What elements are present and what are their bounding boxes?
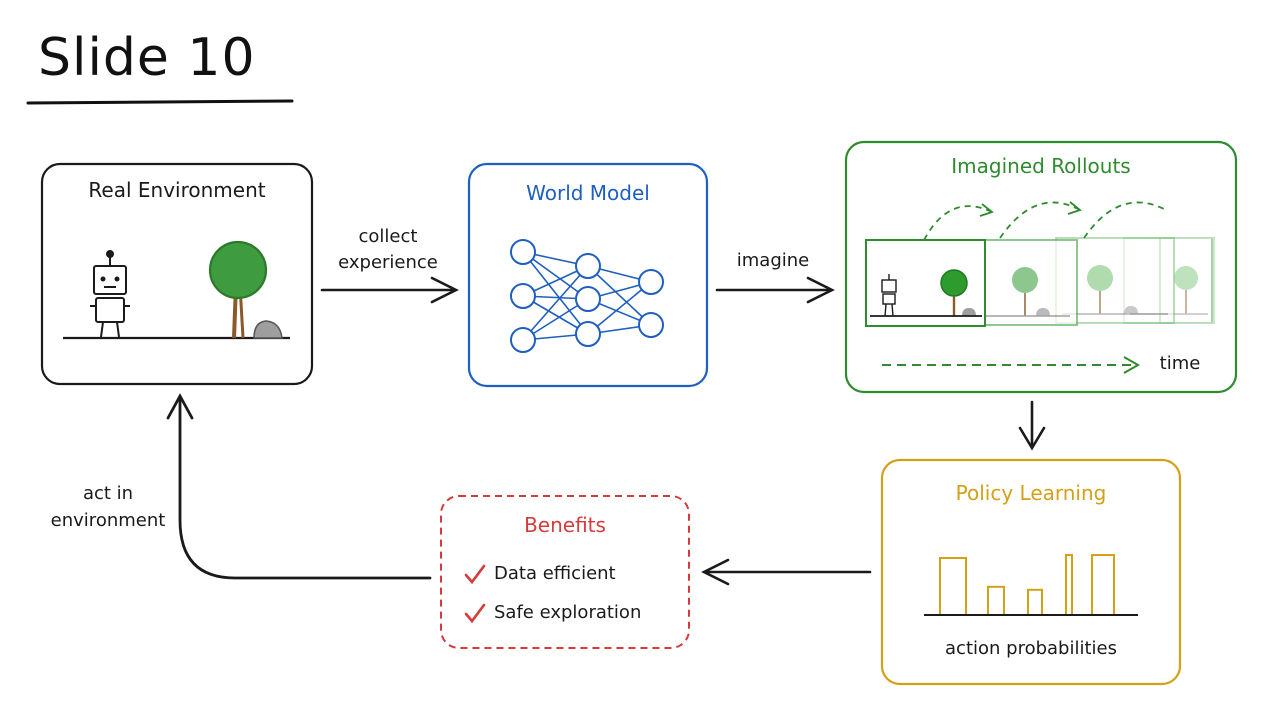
check-icon-2 bbox=[464, 603, 486, 624]
rollout-frame-1 bbox=[865, 239, 986, 327]
arrow-act-in-environment bbox=[166, 393, 432, 580]
nn-connection bbox=[587, 265, 652, 326]
rollout-arcs bbox=[923, 201, 1167, 241]
rollout-frame-2 bbox=[976, 239, 1078, 326]
nn-node bbox=[638, 312, 664, 338]
collect-label-line2: experience bbox=[338, 252, 438, 273]
nn-connection bbox=[522, 251, 589, 335]
arrow-to-benefits bbox=[701, 558, 872, 586]
rock-icon bbox=[253, 320, 283, 339]
world-model-box bbox=[467, 162, 709, 388]
nn-node bbox=[510, 327, 536, 353]
nn-node bbox=[638, 269, 664, 295]
collect-label-line1: collect bbox=[358, 226, 418, 247]
arrow-collect bbox=[320, 276, 459, 304]
real-environment-box bbox=[40, 162, 314, 386]
action-probabilities-caption: action probabilities bbox=[945, 638, 1117, 659]
act-label-line2: environment bbox=[50, 510, 166, 531]
act-label-line1: act in bbox=[82, 483, 134, 504]
action-probability-bars bbox=[939, 554, 1115, 616]
action-bar-1 bbox=[939, 557, 967, 616]
real-environment-title: Real Environment bbox=[88, 178, 266, 202]
check-icon-1 bbox=[464, 564, 486, 585]
imagine-label: imagine bbox=[736, 250, 810, 271]
nn-node bbox=[575, 286, 601, 312]
imagined-rollouts-title: Imagined Rollouts bbox=[951, 154, 1131, 178]
tree-icon bbox=[208, 240, 268, 339]
benefit-item-2: Safe exploration bbox=[494, 602, 642, 623]
policy-learning-box bbox=[880, 458, 1182, 686]
rollout-arc-heads bbox=[979, 201, 1082, 217]
time-arrow bbox=[882, 356, 1141, 374]
arrow-to-policy bbox=[1018, 400, 1046, 451]
neural-network-icon bbox=[510, 239, 664, 353]
title-underline bbox=[26, 99, 294, 105]
nn-connection bbox=[522, 251, 589, 300]
nn-node bbox=[510, 239, 536, 265]
world-model-title: World Model bbox=[526, 181, 650, 205]
imagined-rollouts-box bbox=[844, 140, 1238, 394]
benefits-title: Benefits bbox=[524, 513, 606, 537]
time-label: time bbox=[1159, 353, 1201, 374]
benefit-item-1: Data efficient bbox=[494, 563, 616, 584]
nn-node bbox=[575, 253, 601, 279]
action-bar-5 bbox=[1091, 554, 1115, 616]
nn-node bbox=[510, 283, 536, 309]
nn-node bbox=[575, 321, 601, 347]
nn-connection bbox=[522, 265, 589, 341]
slide-title: Slide 10 bbox=[38, 28, 256, 88]
arrow-imagine bbox=[715, 276, 835, 304]
action-bar-3 bbox=[1027, 588, 1043, 616]
action-bar-2 bbox=[987, 585, 1005, 616]
nn-connection bbox=[587, 281, 652, 335]
robot-icon bbox=[90, 250, 130, 338]
action-bar-4 bbox=[1065, 554, 1073, 616]
policy-learning-title: Policy Learning bbox=[955, 481, 1107, 505]
